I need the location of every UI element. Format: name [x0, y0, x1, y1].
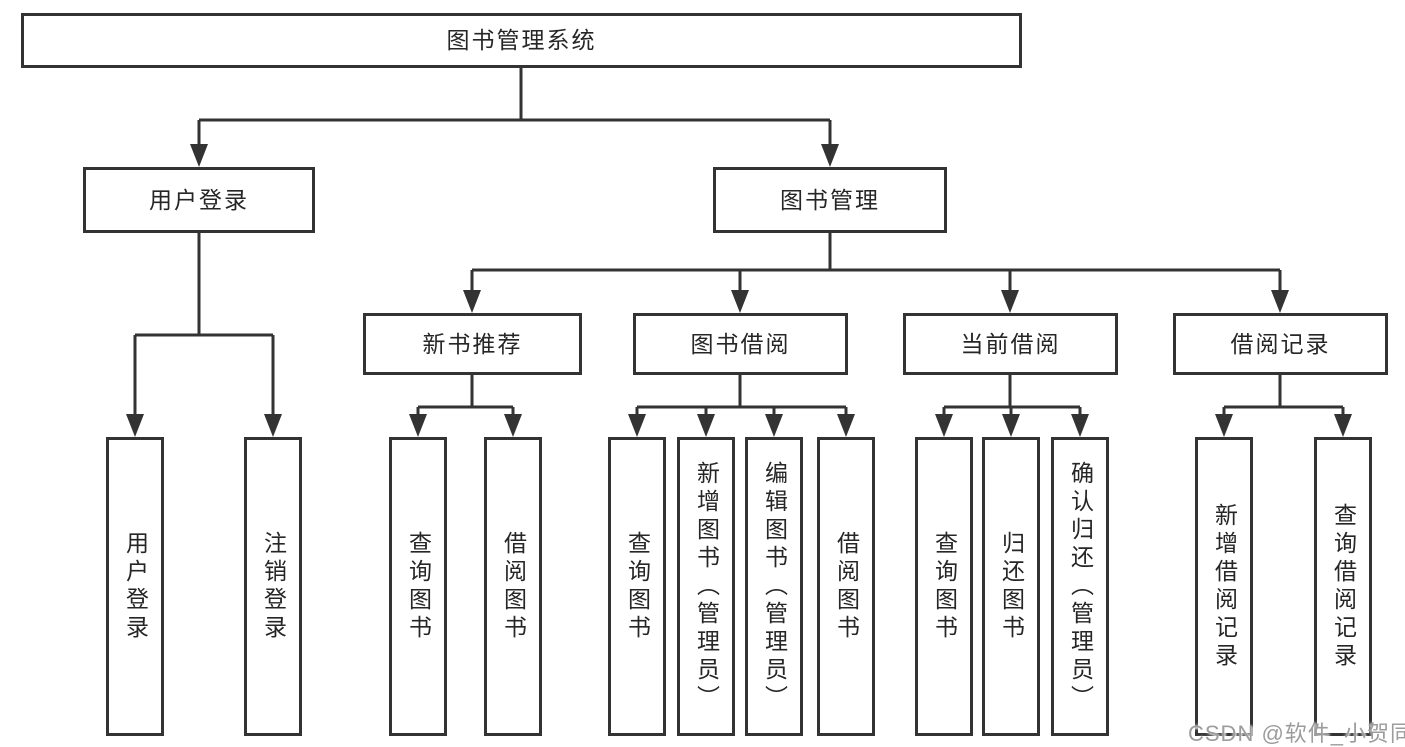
node-borrowing-records: 借阅记录: [1173, 313, 1388, 375]
node-book-borrowing: 图书借阅: [633, 313, 848, 375]
leaf-logout-label: 注销登录: [260, 530, 287, 643]
node-book-management: 图书管理: [713, 167, 947, 233]
node-borrowing-records-label: 借阅记录: [1230, 330, 1331, 357]
arrowheads: [126, 144, 1352, 437]
leaf-query-books-recommend-label: 查询图书: [405, 530, 432, 643]
node-library-system-label: 图书管理系统: [446, 27, 597, 53]
leaf-add-borrow-record: 新增借阅记录: [1195, 437, 1253, 736]
node-current-borrowing-label: 当前借阅: [960, 330, 1061, 357]
leaf-borrow-books-borrowing: 借阅图书: [817, 437, 875, 736]
leaf-add-book-admin-label: 新增图书（管理员）: [693, 460, 720, 713]
leaf-query-books-borrowing: 查询图书: [608, 437, 666, 736]
leaf-edit-book-admin: 编辑图书（管理员）: [745, 437, 803, 736]
node-library-system: 图书管理系统: [21, 13, 1022, 68]
leaf-borrow-books-recommend: 借阅图书: [484, 437, 542, 736]
leaf-return-book: 归还图书: [982, 437, 1040, 736]
leaf-edit-book-admin-label: 编辑图书（管理员）: [761, 460, 788, 713]
leaf-borrow-books-recommend-label: 借阅图书: [500, 530, 527, 643]
leaf-query-books-current: 查询图书: [915, 437, 973, 736]
leaf-query-books-borrowing-label: 查询图书: [624, 530, 651, 643]
leaf-return-book-label: 归还图书: [998, 530, 1025, 643]
leaf-user-login: 用户登录: [106, 437, 164, 736]
leaf-confirm-return-admin-label: 确认归还（管理员）: [1067, 460, 1094, 713]
node-current-borrowing: 当前借阅: [903, 313, 1118, 375]
leaf-query-borrow-record-label: 查询借阅记录: [1330, 502, 1357, 671]
leaf-borrow-books-borrowing-label: 借阅图书: [833, 530, 860, 643]
leaf-add-borrow-record-label: 新增借阅记录: [1211, 502, 1238, 671]
leaf-query-books-recommend: 查询图书: [389, 437, 447, 736]
leaf-user-login-label: 用户登录: [122, 530, 149, 643]
node-book-management-label: 图书管理: [780, 186, 880, 213]
leaf-query-borrow-record: 查询借阅记录: [1314, 437, 1372, 736]
node-user-login: 用户登录: [83, 167, 315, 233]
node-new-book-recommend: 新书推荐: [363, 313, 582, 375]
leaf-logout: 注销登录: [244, 437, 302, 736]
leaf-query-books-current-label: 查询图书: [931, 530, 958, 643]
node-new-book-recommend-label: 新书推荐: [422, 330, 523, 357]
node-user-login-label: 用户登录: [149, 186, 249, 213]
leaf-confirm-return-admin: 确认归还（管理员）: [1051, 437, 1109, 736]
node-book-borrowing-label: 图书借阅: [690, 330, 791, 357]
csdn-watermark: CSDN @软件_小贺同学: [1188, 721, 1405, 746]
leaf-add-book-admin: 新增图书（管理员）: [677, 437, 735, 736]
